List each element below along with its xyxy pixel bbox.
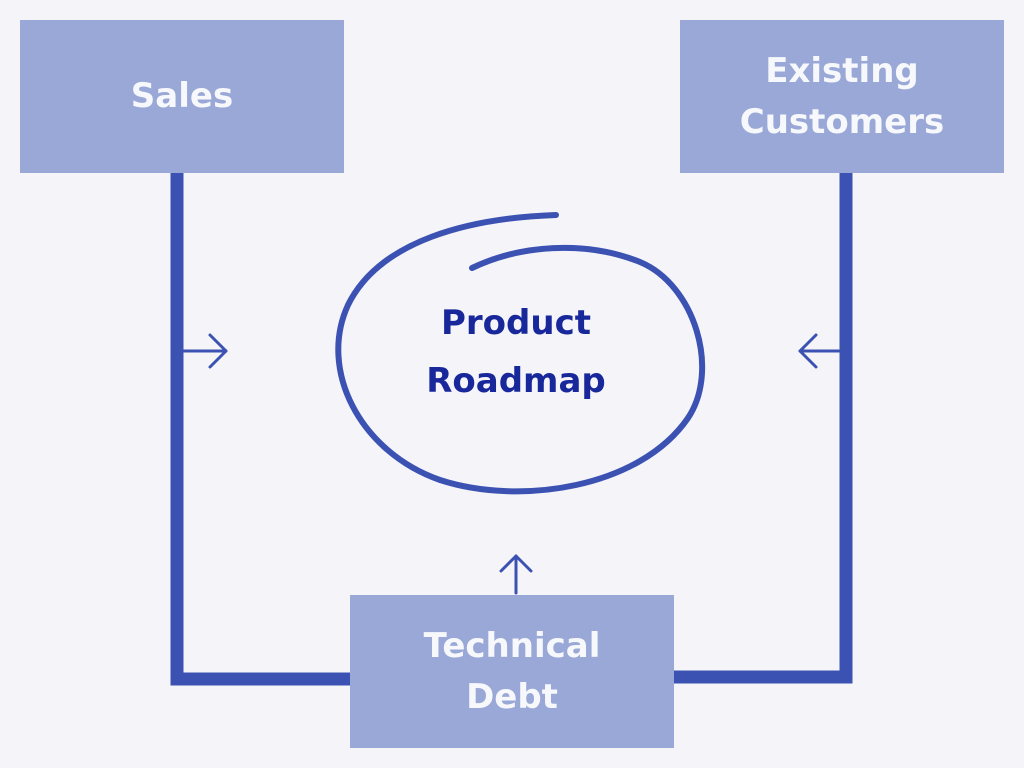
existing-customers-box: Existing Customers <box>680 20 1004 173</box>
technical-debt-box: Technical Debt <box>350 595 674 748</box>
sales-label: Sales <box>130 76 234 116</box>
arrow-right-icon <box>182 333 228 369</box>
arrow-up-icon <box>499 554 533 595</box>
arrow-left-icon <box>798 333 841 369</box>
sales-box: Sales <box>20 20 344 173</box>
hand-drawn-circle-icon <box>335 212 705 495</box>
product-roadmap-label: Product Roadmap <box>426 303 606 401</box>
existing-customers-label: Existing Customers <box>739 50 945 142</box>
technical-debt-label: Technical Debt <box>423 625 601 717</box>
customers-connector-line <box>674 173 853 684</box>
sales-connector-line <box>170 173 350 686</box>
